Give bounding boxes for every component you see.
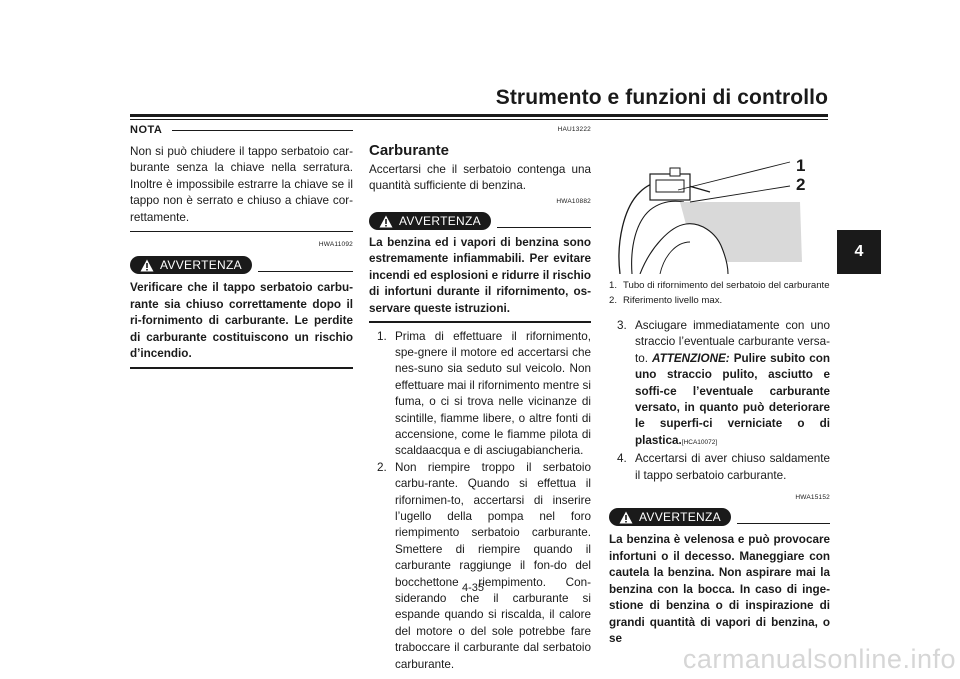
step-list: 3. Asciugare immediatamente con uno stra… — [609, 318, 830, 484]
warning-end-rule — [130, 367, 353, 369]
fuel-tank-illustration — [618, 161, 802, 274]
warning-label: AVVERTENZA — [639, 510, 721, 525]
attention-label: ATTENZIONE: — [652, 351, 730, 365]
watermark: carmanualsonline.info — [682, 644, 956, 674]
warning-code: HWA11092 — [318, 241, 353, 249]
nota-header: NOTA — [130, 122, 353, 138]
warning-header: AVVERTENZA — [609, 508, 830, 527]
step-text: Accertarsi di aver chiuso saldamente il … — [635, 452, 830, 482]
header-rule-thick — [130, 114, 828, 117]
caption-item: 2. Riferimento livello max. — [609, 295, 830, 308]
list-item: 1. Prima di effettuare il rifornimento, … — [369, 329, 591, 460]
warning-code: HWA10882 — [556, 197, 591, 205]
caption-number: 2. — [609, 294, 618, 306]
warning-rule — [497, 226, 591, 229]
warning-badge: AVVERTENZA — [609, 508, 731, 527]
warning-label: AVVERTENZA — [399, 213, 481, 228]
step-number: 2. — [377, 460, 387, 474]
step-text: Asciugare immediatamente con uno stracci… — [635, 319, 830, 365]
page-number: 4-35 — [462, 582, 485, 594]
caption-text: Tubo di rifornimento del serbatoio del c… — [623, 280, 830, 291]
page-title: Strumento e funzioni di controllo — [495, 86, 828, 109]
nota-end-rule — [130, 231, 353, 233]
warning-header: AVVERTENZA — [130, 256, 353, 275]
attention-code: [HCA10072] — [681, 438, 718, 446]
column-2: HAU13222 Carburante Accertarsi che il se… — [369, 122, 591, 673]
warning-rule — [737, 522, 830, 525]
caption-item: 1. Tubo di rifornimento del serbatoio de… — [609, 280, 830, 293]
section-title: Carburante — [369, 142, 450, 160]
warning-triangle-icon — [379, 215, 393, 228]
figure-captions: 1. Tubo di rifornimento del serbatoio de… — [609, 280, 830, 307]
chapter-tab[interactable]: 4 — [837, 230, 881, 274]
warning-triangle-icon — [140, 259, 154, 272]
column-1: NOTA Non si può chiudere il tappo serbat… — [130, 122, 353, 369]
warning-badge: AVVERTENZA — [369, 212, 491, 231]
list-item: 3. Asciugare immediatamente con uno stra… — [609, 318, 830, 451]
column-3: 1. Tubo di rifornimento del serbatoio de… — [609, 280, 830, 647]
warning-badge: AVVERTENZA — [130, 256, 252, 275]
warning-label: AVVERTENZA — [160, 258, 242, 273]
warning-rule — [258, 270, 353, 273]
warning-header: AVVERTENZA — [369, 212, 591, 231]
caption-text: Riferimento livello max. — [623, 294, 723, 306]
step-number: 3. — [617, 319, 627, 332]
warning-text: La benzina è velenosa e può provocare in… — [609, 533, 830, 645]
list-item: 2. Non riempire troppo il serbatoio carb… — [369, 460, 591, 673]
step-text: Prima di effettuare il rifornimento, spe… — [395, 329, 591, 458]
attention-text: Pulire subito con uno straccio pulito, a… — [635, 351, 831, 447]
step-text: Non riempire troppo il serbatoio carbu-r… — [395, 460, 591, 671]
caption-number: 1. — [609, 280, 618, 291]
figure-callout-1: 1 — [796, 156, 806, 175]
step-list: 1. Prima di effettuare il rifornimento, … — [369, 329, 591, 674]
warning-end-rule — [369, 321, 591, 323]
step-number: 4. — [617, 452, 627, 466]
step-number: 1. — [377, 329, 387, 343]
nota-label: NOTA — [130, 123, 163, 136]
section-code: HAU13222 — [557, 126, 591, 133]
nota-rule — [172, 129, 353, 131]
nota-text: Non si può chiudere il tappo serbatoio c… — [130, 145, 353, 224]
warning-text: Verificare che il tappo serbatoio carbu-… — [130, 281, 353, 361]
warning-text: La benzina ed i vapori di benzina sono e… — [369, 236, 591, 315]
warning-triangle-icon — [619, 511, 633, 524]
warning-code: HWA15152 — [795, 494, 830, 502]
list-item: 4. Accertarsi di aver chiuso saldamente … — [609, 451, 830, 484]
figure-callout-2: 2 — [796, 175, 806, 194]
header-rule-thin — [130, 119, 828, 120]
section-intro: Accertarsi che il serbatoio contenga una… — [369, 162, 591, 193]
